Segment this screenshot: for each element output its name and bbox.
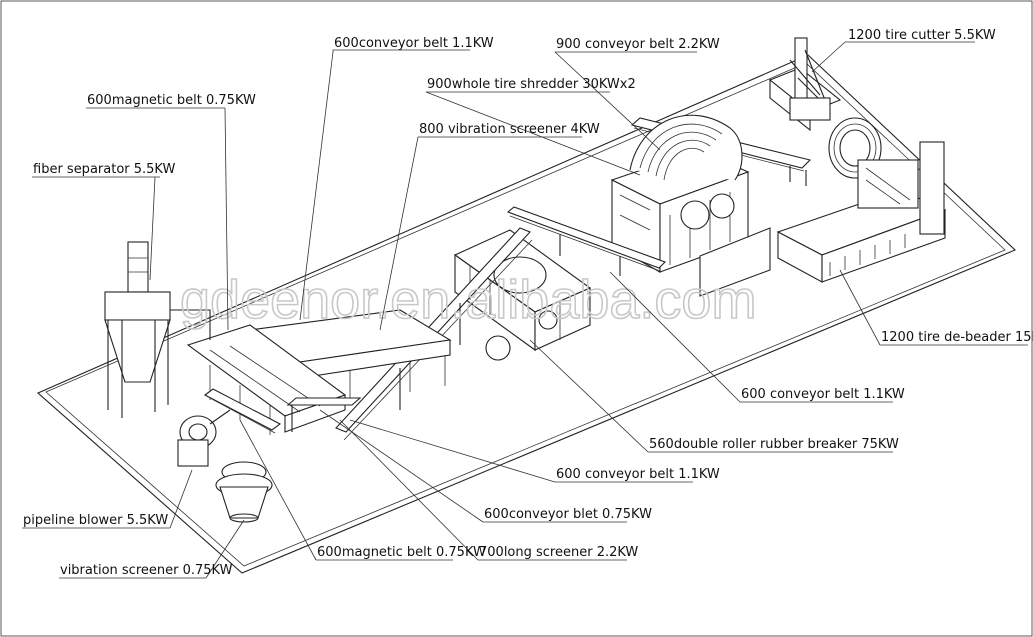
tire-debeader-machine [776, 141, 947, 283]
label-magnetic-belt-top: 600magnetic belt 0.75KW [87, 93, 256, 108]
leader-lines [22, 41, 1028, 579]
label-rubber-breaker: 560double roller rubber breaker 75KW [649, 437, 899, 452]
label-magnetic-belt-bottom: 600magnetic belt 0.75KW [317, 545, 486, 560]
label-tire-cutter: 1200 tire cutter 5.5KW [848, 28, 996, 43]
label-tire-debeader: 1200 tire de-beader 15KW [881, 330, 1033, 345]
label-vibration-screener-800: 800 vibration screener 4KW [419, 122, 600, 137]
label-conveyor-600-mid: 600 conveyor belt 1.1KW [741, 387, 905, 402]
tire-shredder-machine [610, 114, 771, 297]
magnetic-belt-bottom [203, 388, 282, 434]
fiber-separator-machine [104, 241, 211, 418]
label-conveyor-900: 900 conveyor belt 2.2KW [556, 37, 720, 52]
label-conveyor-600-top: 600conveyor belt 1.1KW [334, 36, 494, 51]
watermark-text: gdeenor.en.alibaba.com [180, 270, 756, 330]
label-long-screener: 700long screener 2.2KW [479, 545, 638, 560]
label-fiber-separator: fiber separator 5.5KW [33, 162, 175, 177]
label-conveyor-600-low: 600 conveyor belt 1.1KW [556, 467, 720, 482]
conveyor-600-shredder-breaker [506, 206, 666, 276]
vibration-screener-800 [248, 309, 452, 410]
tire-cutter-machine [768, 37, 842, 132]
label-tire-shredder: 900whole tire shredder 30KWx2 [427, 77, 636, 92]
label-conveyor-blet: 600conveyor blet 0.75KW [484, 507, 652, 522]
vibration-screener-small [215, 461, 273, 523]
label-pipeline-blower: pipeline blower 5.5KW [23, 513, 168, 528]
pipeline-blower-machine [177, 409, 231, 467]
label-vibration-screener-small: vibration screener 0.75KW [60, 563, 233, 578]
conveyor-blet-lower [286, 397, 362, 432]
